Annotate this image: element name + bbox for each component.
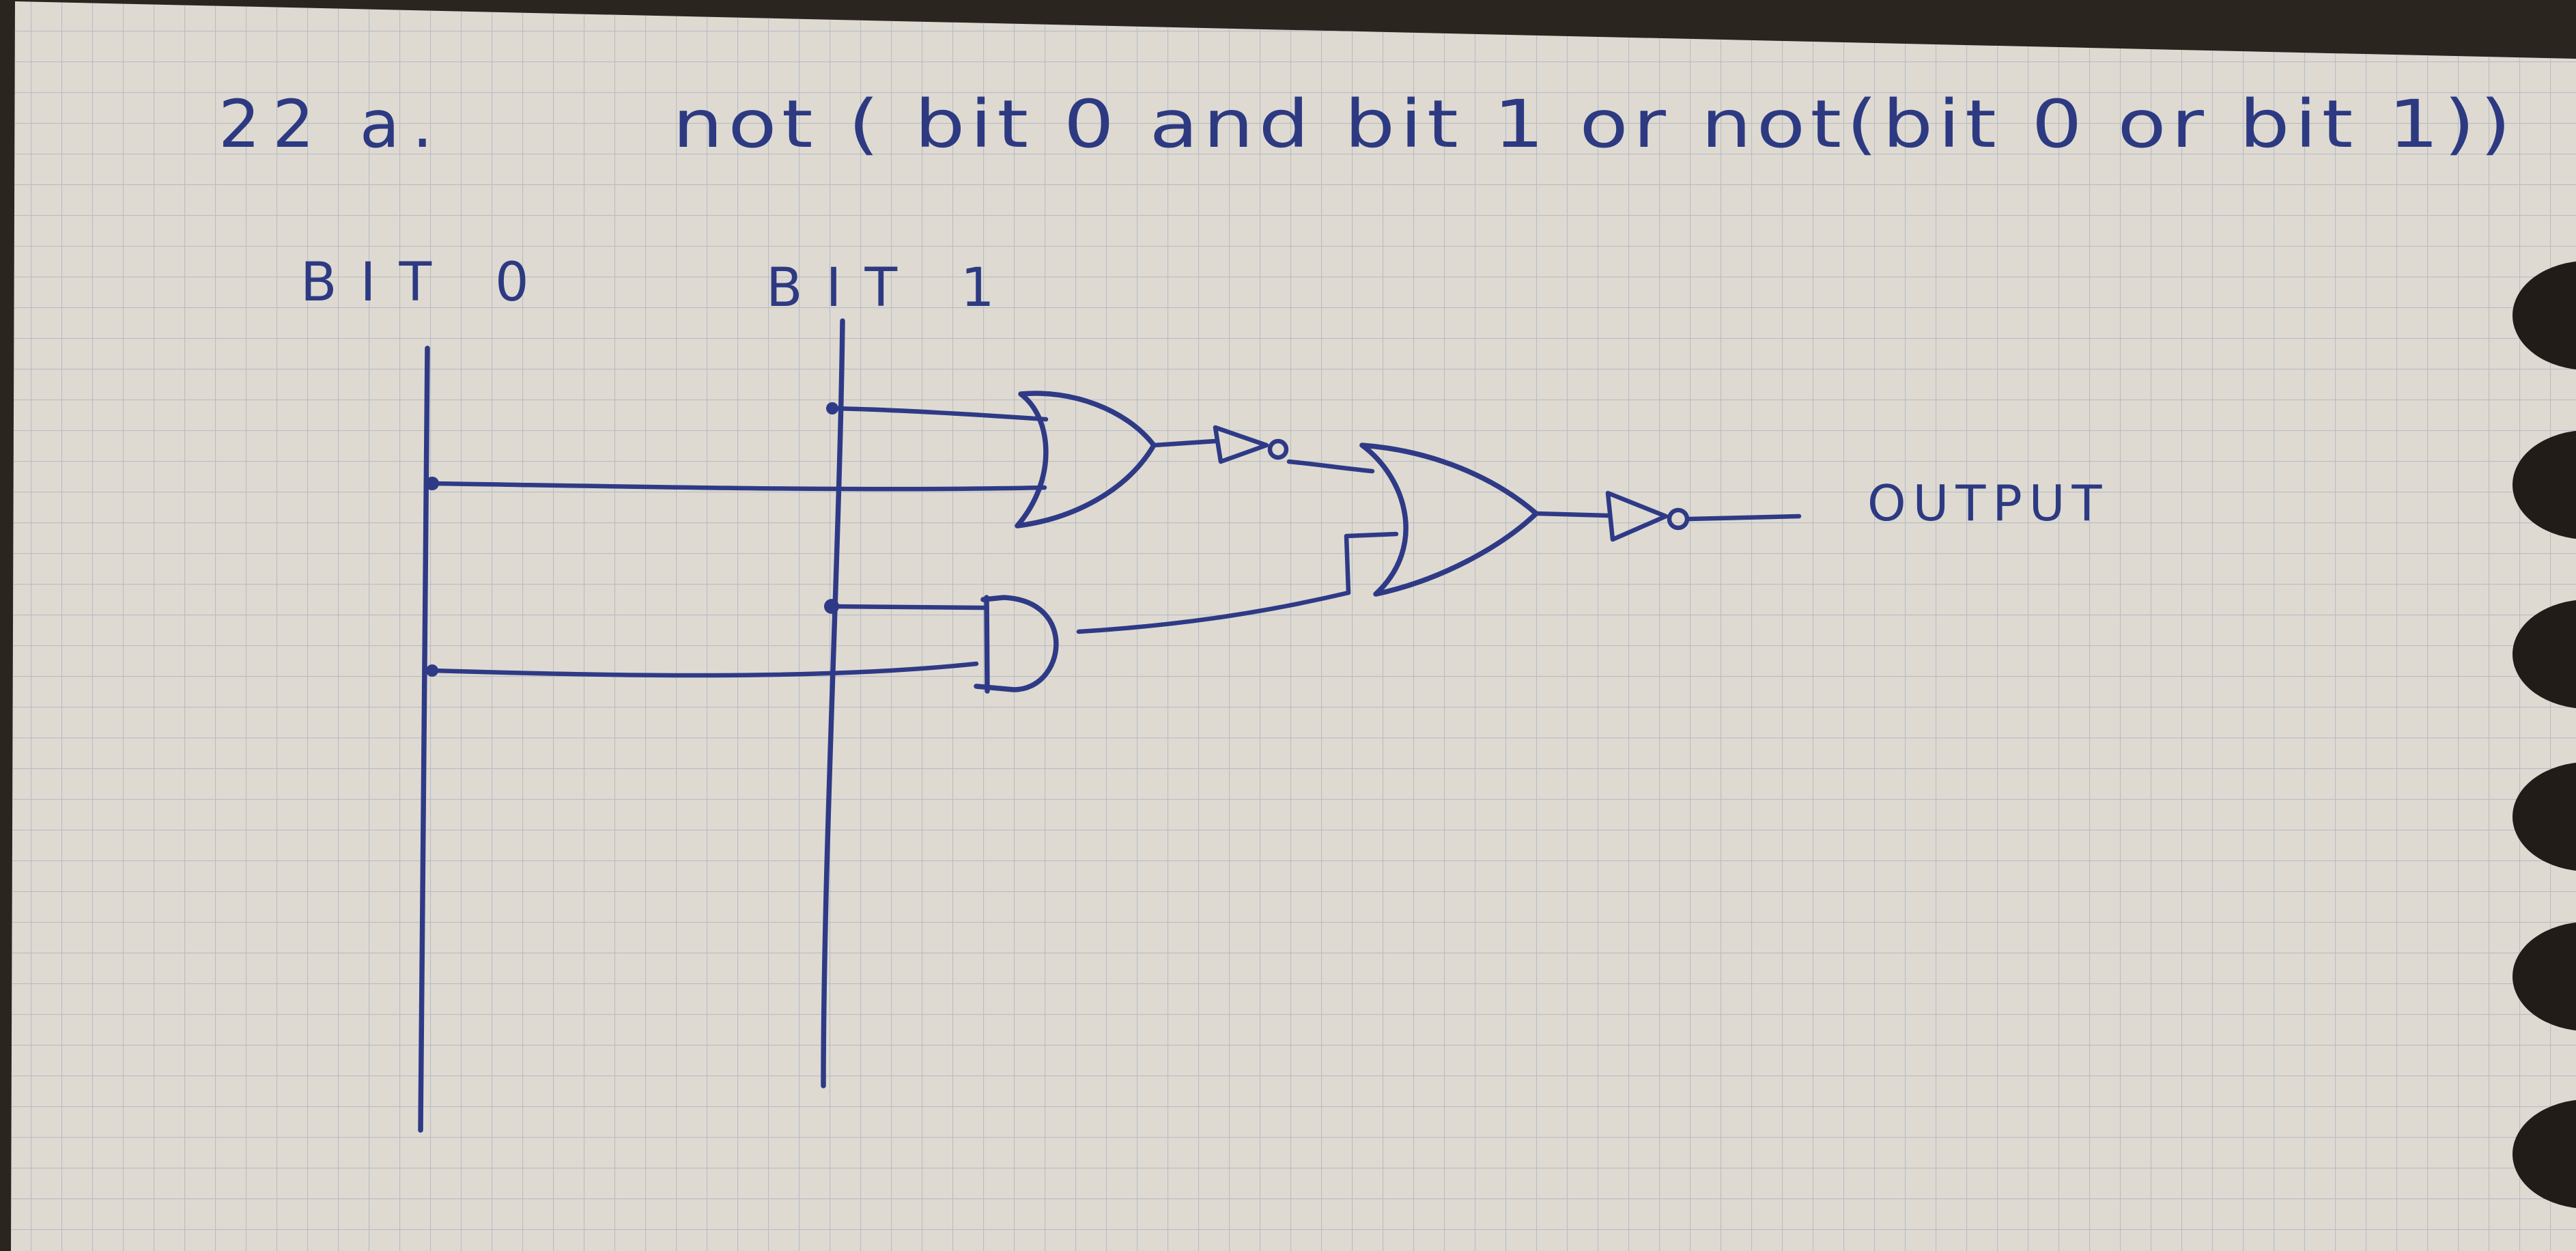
punch-hole xyxy=(2513,600,2576,709)
wire-bit-0-to-and xyxy=(429,661,979,678)
input-label-bit-1: BIT 1 xyxy=(766,257,1018,319)
wire-bit-0-to-or xyxy=(429,481,1047,492)
wire-and-to-final-or xyxy=(1076,590,1351,634)
output-label: OUTPUT xyxy=(1867,475,2108,532)
punch-holes xyxy=(2513,261,2576,1209)
punch-hole xyxy=(2513,1099,2576,1209)
punch-hole xyxy=(2513,762,2576,871)
problem-number: 22 a. xyxy=(218,86,445,163)
not-gate-2 xyxy=(1605,490,1669,542)
or-gate-1 xyxy=(1015,391,1157,529)
wire-or-to-not xyxy=(1151,438,1218,448)
punch-hole xyxy=(2513,922,2576,1031)
wire-final-or-lower-input xyxy=(1344,531,1399,595)
bit-1-rail xyxy=(821,318,845,1088)
wire-bit-1-to-and xyxy=(829,604,986,610)
bit-0-rail xyxy=(418,346,430,1133)
or-gate-2 xyxy=(1359,442,1539,597)
punch-hole xyxy=(2513,430,2576,539)
boolean-expression: not ( bit 0 and bit 1 or not(bit 0 or bi… xyxy=(673,86,2516,163)
output-wire xyxy=(1686,514,1802,522)
wire-bit-1-to-or xyxy=(830,406,1049,422)
paper-grid xyxy=(11,1,2576,1251)
wire-not-to-final-or xyxy=(1286,459,1375,474)
punch-hole xyxy=(2513,261,2576,370)
and-gate xyxy=(974,595,1059,694)
not-gate-1 xyxy=(1213,425,1269,464)
wire-or-to-final-not xyxy=(1533,511,1611,518)
not-gate-1-bubble xyxy=(1267,438,1289,460)
input-label-bit-0: BIT 0 xyxy=(300,252,552,313)
